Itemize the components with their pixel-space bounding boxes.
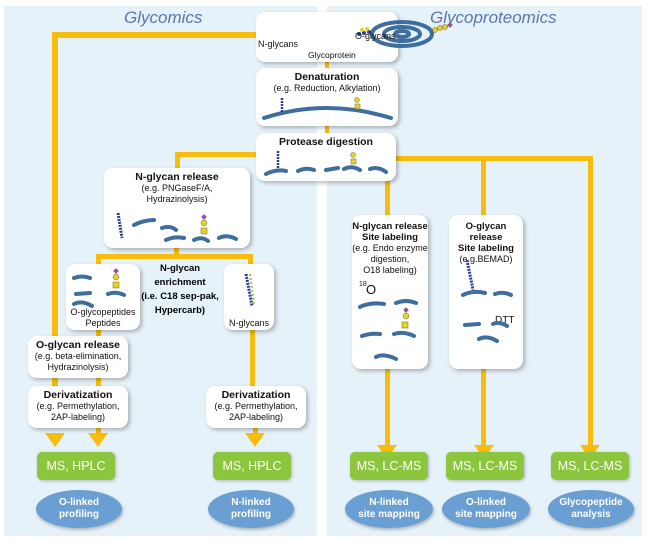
nsite-sub: O18 labeling) xyxy=(363,265,417,275)
glycoprotein-label: Glycoprotein xyxy=(308,50,356,60)
dtt-label: DTT xyxy=(495,315,515,326)
glycoprotein-box: N-glycans O-glycans Glycoprotein xyxy=(256,12,453,62)
result-n-linked-site-mapping: N-linked site mapping xyxy=(345,490,433,528)
n-glycans-box: N-glycans xyxy=(224,264,274,330)
n-glycans-label: N-glycans xyxy=(228,318,269,328)
result-line: profiling xyxy=(231,509,271,520)
nsite-sub: (e.g. Endo enzyme xyxy=(352,243,428,253)
peptides-label: Peptides xyxy=(85,318,121,328)
nsite-title: Site labeling xyxy=(362,232,418,243)
n-glycans-label: N-glycans xyxy=(258,39,299,49)
result-line: analysis xyxy=(571,509,611,520)
o-glycan-release-sub: (e.g. beta-elimination, xyxy=(34,351,122,361)
connector xyxy=(52,32,260,38)
result-glycopeptide-analysis: Glycopeptide analysis xyxy=(548,490,634,528)
result-line: N-linked xyxy=(231,497,271,508)
derivatization-right-box: Derivatization (e.g. Permethylation, 2AP… xyxy=(206,386,306,428)
o-glycopeptides-box: O-glycopeptides Peptides xyxy=(66,264,140,330)
derivatization-sub: (e.g. Permethylation, xyxy=(36,401,120,411)
oxygen-label: O xyxy=(366,282,377,297)
derivatization-sub: 2AP-labeling) xyxy=(50,412,106,422)
o-glycan-release-box: O-glycan release (e.g. beta-elimination,… xyxy=(28,336,128,378)
result-line: profiling xyxy=(59,509,99,520)
result-line: site mapping xyxy=(455,509,517,520)
enrichment-line: (i.e. C18 sep-pak, xyxy=(141,291,219,302)
connector xyxy=(392,156,592,161)
n-glycan-enrichment-label: N-glycan enrichment (i.e. C18 sep-pak, H… xyxy=(140,262,220,318)
result-line: N-linked xyxy=(369,497,409,508)
connector xyxy=(250,330,255,390)
o-glycopeptides-label: O-glycopeptides xyxy=(70,307,136,317)
protease-title: Protease digestion xyxy=(279,136,373,148)
denaturation-box: Denaturation (e.g. Reduction, Alkylation… xyxy=(256,68,398,126)
nsite-title: N-glycan release xyxy=(352,221,428,232)
n-glycan-release-title: N-glycan release xyxy=(135,171,219,183)
arrow-down xyxy=(45,433,65,447)
analysis-ms-hplc-left: MS, HPLC xyxy=(37,452,115,480)
o-glycopeptide-icon xyxy=(461,259,513,343)
derivatization-sub: (e.g. Permethylation, xyxy=(214,401,298,411)
osite-sub: (e.g.BEMAD) xyxy=(459,254,513,264)
connector xyxy=(52,32,58,427)
peptide-fragments-icon xyxy=(264,151,388,176)
connector xyxy=(175,152,180,172)
connector xyxy=(248,254,253,266)
analysis-ms-lcms-1: MS, LC-MS xyxy=(350,452,428,480)
o-glycans-label: O-glycans xyxy=(355,31,396,41)
glycomics-title: Glycomics xyxy=(124,8,203,27)
result-o-linked-site-mapping: O-linked site mapping xyxy=(442,490,530,528)
connector xyxy=(96,254,252,259)
glycan-fragments-icon xyxy=(116,212,238,243)
result-o-linked-profiling: O-linked profiling xyxy=(36,490,122,528)
connector xyxy=(174,244,179,258)
peptide-chain-icon xyxy=(262,97,393,120)
enrichment-line: N-glycan xyxy=(159,263,201,274)
connector xyxy=(588,156,593,456)
isotope-superscript: 18 xyxy=(359,281,367,288)
nsite-sub: digestion, xyxy=(370,254,410,264)
o-glycan-release-title: O-glycan release xyxy=(35,339,121,351)
osite-title: Site labeling xyxy=(458,243,514,254)
derivatization-sub: 2AP-labeling) xyxy=(228,412,284,422)
o-glycan-release-sub: Hydrazinolysis) xyxy=(47,362,109,372)
result-line: site mapping xyxy=(358,509,420,520)
derivatization-title: Derivatization xyxy=(221,389,291,401)
derivatization-title: Derivatization xyxy=(43,389,113,401)
osite-title: O-glycan release xyxy=(465,221,507,243)
n-glycan-icon xyxy=(244,273,255,307)
n-glycan-site-labeling-box: N-glycan release Site labeling (e.g. End… xyxy=(352,215,428,369)
analysis-ms-hplc-right: MS, HPLC xyxy=(213,452,291,480)
n-glycan-release-sub: (e.g. PNGaseF/A, xyxy=(141,183,213,193)
derivatization-left-box: Derivatization (e.g. Permethylation, 2AP… xyxy=(28,386,128,428)
enrichment-line: enrichment xyxy=(154,277,206,288)
protease-digestion-box: Protease digestion xyxy=(256,133,396,181)
arrow-down xyxy=(245,433,265,447)
connector xyxy=(96,254,101,266)
result-n-linked-profiling: N-linked profiling xyxy=(208,490,294,528)
denaturation-title: Denaturation xyxy=(294,71,360,83)
enrichment-line: Hypercarb) xyxy=(154,305,206,316)
n-glycan-release-box: N-glycan release (e.g. PNGaseF/A, Hydraz… xyxy=(104,168,250,248)
arrow-down xyxy=(88,433,108,447)
analysis-ms-lcms-3: MS, LC-MS xyxy=(551,452,629,480)
glycopeptide-icon xyxy=(72,268,126,308)
analysis-ms-lcms-2: MS, LC-MS xyxy=(446,452,524,480)
connector xyxy=(96,325,101,435)
result-line: O-linked xyxy=(465,497,506,508)
labeled-peptides-icon xyxy=(358,299,418,361)
o-glycan-site-labeling-box: O-glycan release Site labeling (e.g.BEMA… xyxy=(449,215,523,369)
denaturation-subtitle: (e.g. Reduction, Alkylation) xyxy=(273,83,381,93)
glycoproteomics-title: Glycoproteomics xyxy=(430,8,557,27)
glycoprotein-spiral-icon xyxy=(357,20,453,48)
connector xyxy=(175,152,260,157)
result-line: O-linked xyxy=(58,497,99,508)
result-line: Glycopeptide xyxy=(559,497,623,508)
n-glycan-release-sub: Hydrazinolysis) xyxy=(146,194,208,204)
